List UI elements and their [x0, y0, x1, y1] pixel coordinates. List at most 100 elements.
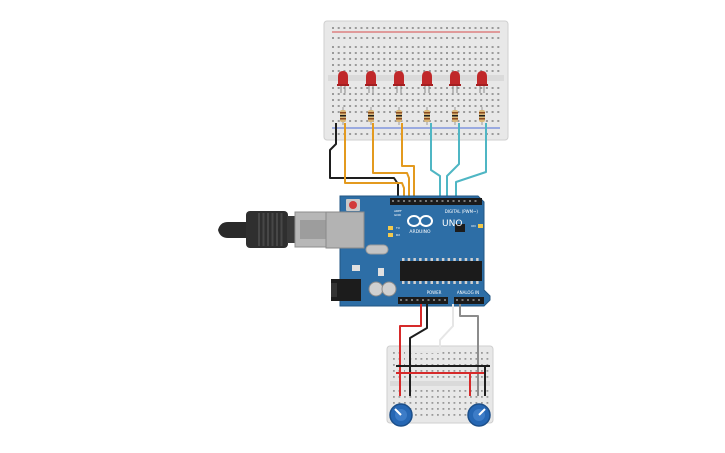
breadboard-hole: [411, 120, 414, 122]
header-pin-hole: [392, 200, 394, 202]
breadboard-hole: [337, 64, 340, 66]
pot-left-indicator: [394, 408, 402, 416]
on-label: ON: [471, 224, 476, 228]
breadboard-hole: [481, 396, 483, 398]
header-pin-hole: [436, 200, 438, 202]
led-l-indicator: [388, 226, 393, 230]
breadboard-hole: [417, 52, 420, 54]
breadboard-hole: [389, 70, 391, 72]
breadboard-hole: [406, 133, 409, 135]
breadboard-hole: [337, 70, 340, 72]
breadboard-hole: [377, 52, 380, 54]
breadboard-hole: [354, 37, 357, 39]
breadboard-hole: [423, 120, 426, 122]
breadboard-hole: [440, 133, 443, 135]
breadboard-hole: [394, 46, 397, 48]
resistor-band: [340, 118, 346, 120]
led-red-3: [394, 71, 404, 85]
breadboard-hole: [349, 37, 352, 39]
breadboard-hole: [349, 58, 352, 60]
breadboard-hole: [434, 105, 437, 107]
breadboard-hole: [337, 105, 340, 107]
breadboard-hole: [360, 87, 363, 89]
breadboard-hole: [468, 133, 471, 135]
breadboard-hole: [474, 105, 477, 107]
breadboard-hole: [360, 111, 363, 113]
breadboard-hole: [417, 133, 420, 135]
arduino-uno-board[interactable]: ARDUINO UNO DIGITAL (PWM~) POWER ANALOG …: [325, 195, 491, 307]
breadboard-hole: [464, 370, 467, 372]
breadboard-hole: [468, 52, 471, 54]
breadboard-hole: [475, 364, 478, 366]
breadboard-hole: [491, 70, 494, 72]
breadboard-hole: [383, 99, 386, 101]
breadboard-hole: [423, 37, 426, 39]
wire-orange-3: [401, 123, 415, 200]
resistor-band: [452, 118, 458, 120]
breadboard-hole: [400, 27, 403, 29]
analog-header-label: ANALOG IN: [457, 290, 479, 295]
breadboard-hole: [451, 105, 454, 107]
breadboard-hole: [394, 52, 397, 54]
breadboard-hole: [354, 87, 357, 89]
breadboard-hole: [459, 370, 461, 372]
chip-pin: [424, 258, 428, 261]
capacitor-2: [381, 281, 397, 297]
breadboard-hole: [415, 414, 417, 416]
wires-top: [329, 123, 487, 200]
breadboard-hole: [440, 27, 443, 29]
breadboard-hole: [400, 64, 403, 66]
header-pin-hole: [469, 200, 471, 202]
breadboard-hole: [406, 111, 409, 113]
breadboard-hole: [389, 52, 391, 54]
breadboard-hole: [415, 408, 417, 410]
breadboard-hole: [468, 46, 471, 48]
breadboard-hole: [415, 376, 417, 378]
potentiometer-left[interactable]: [389, 403, 413, 427]
wire-orange-2: [372, 123, 410, 200]
breadboard-hole: [377, 99, 380, 101]
breadboard-hole: [440, 105, 443, 107]
header-pin-hole: [416, 299, 419, 301]
header-pin-hole: [427, 299, 430, 301]
breadboard-hole: [491, 37, 494, 39]
breadboard-hole: [423, 64, 426, 66]
breadboard-hole: [480, 70, 483, 72]
breadboard-hole: [474, 37, 477, 39]
usb-plug-neck: [287, 216, 295, 243]
breadboard-hole: [474, 52, 477, 54]
breadboard-hole: [423, 87, 426, 89]
breadboard-hole: [497, 87, 500, 89]
breadboard-hole: [428, 120, 431, 122]
breadboard-hole: [474, 93, 477, 95]
breadboard-hole: [420, 414, 423, 416]
breadboard-hole: [463, 64, 466, 66]
resistor-band: [396, 115, 402, 117]
led-tx-indicator: [388, 233, 393, 237]
breadboard-hole: [337, 37, 340, 39]
breadboard-hole: [446, 105, 448, 107]
breadboard-hole: [423, 52, 426, 54]
breadboard-hole: [349, 27, 352, 29]
breadboard-hole: [451, 27, 454, 29]
header-pin-hole: [397, 200, 400, 202]
header-pin-hole: [444, 299, 446, 301]
breadboard-hole: [480, 99, 483, 101]
breadboard-hole: [404, 376, 406, 378]
breadboard-hole: [406, 99, 409, 101]
breadboard-hole: [428, 37, 431, 39]
breadboard-hole: [474, 87, 477, 89]
breadboard-hole: [366, 52, 369, 54]
breadboard-hole: [486, 364, 489, 366]
breadboard-hole: [451, 133, 454, 135]
breadboard-hole: [475, 402, 478, 404]
breadboard-hole: [486, 396, 489, 398]
breadboard-hole: [417, 58, 420, 60]
breadboard-hole: [394, 99, 397, 101]
potentiometer-right[interactable]: [467, 403, 491, 427]
breadboard-hole: [442, 376, 445, 378]
breadboard-hole: [360, 105, 363, 107]
atmega-chip: [400, 261, 482, 281]
breadboard-hole: [354, 46, 357, 48]
header-pin-hole: [456, 299, 458, 301]
